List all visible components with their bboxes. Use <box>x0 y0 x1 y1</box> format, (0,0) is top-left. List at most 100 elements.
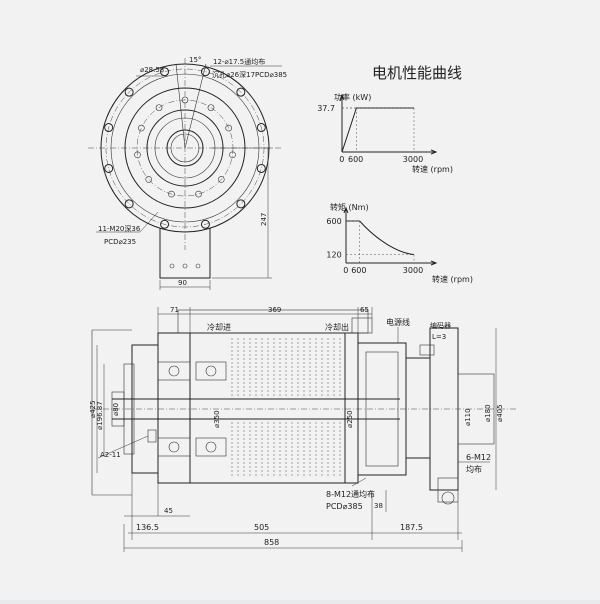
dim-65: 65 <box>360 306 369 314</box>
foot-base <box>159 228 211 279</box>
bolt-hole <box>160 219 170 229</box>
tapped-note-leader-2 <box>139 211 159 233</box>
height-dim-label: 247 <box>260 213 268 226</box>
dia-250: ⌀250 <box>346 410 354 428</box>
coolant-out-label: 冷却出 <box>325 322 349 332</box>
tapped-hole <box>225 124 232 132</box>
tapped-hole <box>229 151 236 159</box>
torque-ylabel: 转矩 (Nm) <box>330 202 369 212</box>
tapped-hole <box>138 124 145 132</box>
tapped-hole <box>168 190 175 198</box>
power-ylabel: 功率 (kW) <box>334 92 371 102</box>
torque-x-tick-label: 3000 <box>403 266 423 275</box>
rotary-joint-circle <box>441 491 455 505</box>
spindle-nose <box>111 391 125 427</box>
bolt-hole <box>160 67 170 77</box>
top-fitting <box>351 317 373 334</box>
power-cable-label: 电源线 <box>386 317 410 327</box>
chart-title: 电机性能曲线 <box>372 64 462 82</box>
power-x-tick-label: 0 <box>339 155 344 164</box>
dim-45: 45 <box>164 507 173 515</box>
bolt-hole <box>104 123 114 133</box>
dim-71: 71 <box>170 306 179 314</box>
bolt-hole <box>124 199 134 209</box>
bolt-holes <box>104 67 266 229</box>
a2-label: A2-11 <box>100 451 121 459</box>
bore-inner-circle <box>170 133 200 163</box>
power-curve <box>341 107 414 153</box>
power-y-tick-label: 37.7 <box>317 104 335 113</box>
torque-x-tick-label: 0 <box>343 266 348 275</box>
foot-hole-left <box>169 263 175 269</box>
bolt-hole <box>256 163 266 173</box>
dia-180: ⌀180 <box>484 404 492 422</box>
bearing-ball-1 <box>168 365 180 377</box>
a2-nose-detail <box>147 429 157 443</box>
rear-end-cap <box>457 373 495 445</box>
bearing-ball-3 <box>205 365 217 377</box>
dia-110: ⌀110 <box>464 408 472 426</box>
encoder-label: 编码器 <box>430 321 451 330</box>
rotary-joint <box>437 477 459 503</box>
bolt-hole <box>200 67 210 77</box>
tapped-hole <box>217 176 225 183</box>
dia-80: ⌀80 <box>112 403 120 416</box>
dia-405: ⌀405 <box>496 404 504 422</box>
tapped-pcd-label: PCD⌀235 <box>104 238 136 246</box>
rear-inner <box>365 351 399 467</box>
bolt-hole <box>236 87 246 97</box>
bearing-ball-4 <box>205 441 217 453</box>
dia-196: ⌀196.87 <box>96 401 104 430</box>
bolt-hole <box>124 87 134 97</box>
m12-6-label: 6-M12 <box>466 453 491 462</box>
encoder-spec-label: L=3 <box>432 333 446 341</box>
front-bearing-bottom <box>157 437 191 457</box>
tapped-hole <box>207 104 215 111</box>
front-bearing-top <box>157 361 191 381</box>
power-y-arrow <box>339 93 345 101</box>
m12-6b-label: 均布 <box>466 464 482 474</box>
tapped-hole <box>181 96 189 104</box>
bolt-hole <box>200 219 210 229</box>
dia-425: ⌀425 <box>89 400 97 418</box>
pcd385-label: PCD⌀385 <box>326 502 363 511</box>
tapped-hole <box>155 104 163 111</box>
bolt-note-label: 12-⌀17.5通均布 <box>213 57 265 66</box>
m12-8-label: 8-M12通均布 <box>326 489 375 499</box>
torque-xlabel: 转速 (rpm) <box>432 274 473 284</box>
torque-y-tick-label: 120 <box>326 251 341 260</box>
coolant-in-label: 冷却进 <box>207 322 231 332</box>
top-cooling-block <box>177 309 369 334</box>
dim-38: 38 <box>374 502 383 510</box>
dim-858: 858 <box>264 538 279 547</box>
mid-bearing-top <box>195 361 227 381</box>
side-view: 71 369 65 冷却进 冷却出 电源线 编码器 L=3 ⌀425 ⌀196.… <box>89 306 518 552</box>
encoder-housing <box>405 357 431 459</box>
angle-line-2 <box>184 63 207 149</box>
tapped-hole <box>145 176 153 183</box>
dia-350: ⌀350 <box>213 410 221 428</box>
tapped-note-label: 11-M20深36 <box>98 224 141 233</box>
stator-hatch <box>231 338 341 478</box>
m12-8-leader <box>351 477 367 487</box>
bolt-note-label-2: 沉孔⌀26深17PCD⌀385 <box>212 70 287 79</box>
torque-y-tick-label: 600 <box>326 217 341 226</box>
torque-y-arrow <box>343 206 349 214</box>
foot-hole-middle <box>182 263 188 269</box>
mid-bearing-bottom <box>195 437 227 457</box>
angle-label: 15° <box>189 56 201 64</box>
angle-line <box>175 63 186 149</box>
dim-187: 187.5 <box>400 523 423 532</box>
torque-x-arrow <box>430 260 438 266</box>
foot-hole-right <box>195 263 201 269</box>
dim-136: 136.5 <box>136 523 159 532</box>
power-x-tick-label: 600 <box>348 155 363 164</box>
tapped-hole <box>195 190 202 198</box>
front-view: 15° ⌀28.58 12-⌀17.5通均布 沉孔⌀26深17PCD⌀385 1… <box>88 56 287 290</box>
tapped-holes <box>134 96 236 198</box>
hole-dia-label: ⌀28.58 <box>140 66 164 74</box>
power-x-arrow <box>430 149 438 155</box>
